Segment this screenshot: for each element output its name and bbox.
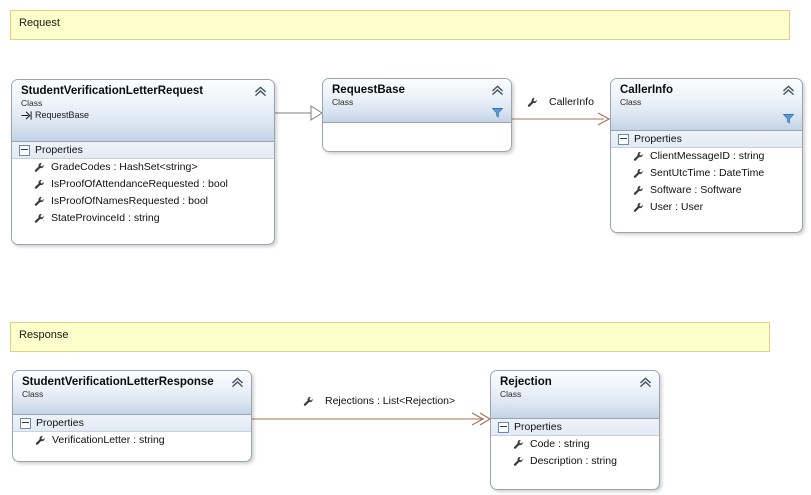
wrench-icon	[633, 202, 643, 212]
group-banner-request-label: Request	[19, 17, 60, 29]
class-name: Rejection	[500, 376, 552, 388]
member-label: Code : string	[530, 438, 590, 450]
collapse-expander-icon[interactable]	[498, 421, 509, 433]
list-item[interactable]: Software : Software	[611, 182, 802, 199]
compartment-properties-label: Properties	[514, 421, 562, 433]
base-class-arrow-icon	[21, 111, 32, 120]
group-banner-response-label: Response	[19, 329, 69, 341]
list-item[interactable]: Description : string	[491, 453, 659, 470]
member-label: VerificationLetter : string	[52, 434, 165, 446]
class-header: RequestBase Class	[323, 79, 511, 123]
class-header: Rejection Class	[491, 371, 659, 419]
compartment-properties-label: Properties	[634, 133, 682, 145]
wrench-icon	[527, 97, 537, 107]
wrench-icon	[633, 151, 643, 161]
association-label-caller-info-text: CallerInfo	[549, 96, 594, 108]
association-label-caller-info: CallerInfo	[527, 96, 594, 108]
compartment-properties-label: Properties	[35, 144, 83, 156]
member-list: VerificationLetter : string	[13, 432, 251, 449]
member-list: GradeCodes : HashSet<string> IsProofOfAt…	[12, 159, 274, 227]
wrench-icon	[35, 435, 45, 445]
wrench-icon	[303, 396, 313, 406]
class-stereotype: Class	[22, 389, 44, 399]
class-name: StudentVerificationLetterRequest	[21, 85, 204, 97]
collapse-expander-icon[interactable]	[20, 417, 31, 429]
member-list-empty	[323, 123, 511, 151]
wrench-icon	[34, 196, 44, 206]
class-header: StudentVerificationLetterRequest Class R…	[12, 80, 274, 142]
compartment-properties-header[interactable]: Properties	[12, 142, 274, 159]
wrench-icon	[513, 439, 523, 449]
compartment-properties-header[interactable]: Properties	[491, 419, 659, 436]
list-item[interactable]: StateProvinceId : string	[12, 210, 274, 227]
list-item[interactable]: ClientMessageID : string	[611, 148, 802, 165]
compartment-properties-header[interactable]: Properties	[13, 415, 251, 432]
wrench-icon	[633, 185, 643, 195]
member-label: GradeCodes : HashSet<string>	[51, 161, 198, 173]
class-request-base[interactable]: RequestBase Class	[322, 78, 512, 152]
list-item[interactable]: User : User	[611, 199, 802, 216]
funnel-icon[interactable]	[492, 107, 503, 118]
class-stereotype: Class	[21, 98, 43, 108]
class-student-verification-letter-response[interactable]: StudentVerificationLetterResponse Class …	[12, 370, 252, 462]
member-label: Description : string	[530, 455, 617, 467]
class-stereotype: Class	[620, 97, 642, 107]
collapse-expander-icon[interactable]	[618, 133, 629, 145]
group-banner-request[interactable]: Request	[10, 10, 790, 40]
member-label: StateProvinceId : string	[51, 212, 160, 224]
funnel-icon[interactable]	[783, 113, 794, 124]
wrench-icon	[513, 456, 523, 466]
list-item[interactable]: VerificationLetter : string	[13, 432, 251, 449]
member-label: ClientMessageID : string	[650, 150, 765, 162]
chevron-double-up-icon[interactable]	[254, 86, 267, 97]
class-base-class: RequestBase	[21, 109, 266, 121]
association-label-rejections: Rejections : List<Rejection>	[303, 395, 455, 407]
list-item[interactable]: SentUtcTime : DateTime	[611, 165, 802, 182]
list-item[interactable]: IsProofOfNamesRequested : bool	[12, 193, 274, 210]
class-rejection[interactable]: Rejection Class Properties Code : string	[490, 370, 660, 490]
member-label: Software : Software	[650, 184, 742, 196]
list-item[interactable]: IsProofOfAttendanceRequested : bool	[12, 176, 274, 193]
class-student-verification-letter-request[interactable]: StudentVerificationLetterRequest Class R…	[11, 79, 275, 245]
member-list: Code : string Description : string	[491, 436, 659, 470]
class-stereotype: Class	[332, 97, 354, 107]
wrench-icon	[34, 213, 44, 223]
class-caller-info[interactable]: CallerInfo Class Properties ClientMessag…	[610, 78, 803, 233]
list-item[interactable]: Code : string	[491, 436, 659, 453]
member-label: IsProofOfNamesRequested : bool	[51, 195, 208, 207]
wrench-icon	[34, 179, 44, 189]
class-name: RequestBase	[332, 84, 405, 96]
class-base-class-label: RequestBase	[35, 110, 90, 120]
compartment-properties-label: Properties	[36, 417, 84, 429]
chevron-double-up-icon[interactable]	[639, 377, 652, 388]
member-list: ClientMessageID : string SentUtcTime : D…	[611, 148, 802, 216]
chevron-double-up-icon[interactable]	[782, 85, 795, 96]
member-label: User : User	[650, 201, 704, 213]
class-header: StudentVerificationLetterResponse Class	[13, 371, 251, 415]
chevron-double-up-icon[interactable]	[491, 85, 504, 96]
list-item[interactable]: GradeCodes : HashSet<string>	[12, 159, 274, 176]
wrench-icon	[34, 162, 44, 172]
class-header: CallerInfo Class	[611, 79, 802, 131]
member-label: SentUtcTime : DateTime	[650, 167, 765, 179]
wrench-icon	[633, 168, 643, 178]
class-name: StudentVerificationLetterResponse	[22, 376, 214, 388]
chevron-double-up-icon[interactable]	[231, 377, 244, 388]
class-stereotype: Class	[500, 389, 522, 399]
compartment-properties-header[interactable]: Properties	[611, 131, 802, 148]
collapse-expander-icon[interactable]	[19, 144, 30, 156]
group-banner-response[interactable]: Response	[10, 322, 770, 352]
class-name: CallerInfo	[620, 84, 674, 96]
member-label: IsProofOfAttendanceRequested : bool	[51, 178, 228, 190]
association-label-rejections-text: Rejections : List<Rejection>	[325, 395, 456, 407]
